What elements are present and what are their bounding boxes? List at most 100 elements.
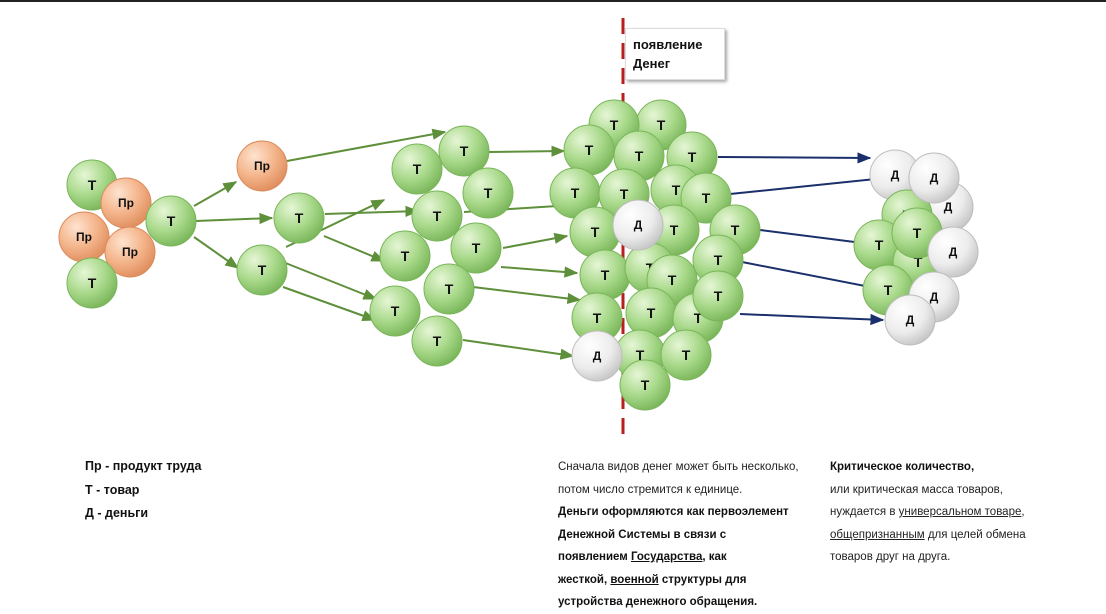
node-circle [236,140,288,192]
commodity-node: Т [660,329,712,381]
money-node: Д [927,226,979,278]
note-line: Деньги оформляются как первоэлемент [558,506,789,518]
commodity-node: Т [273,192,325,244]
commodity-node: Т [369,285,421,337]
node-label: Т [591,224,600,240]
node-circle [438,125,490,177]
arrows-layer [193,128,927,360]
node-circle [236,244,288,296]
node-label: Пр [254,159,270,173]
note-line: жесткой, военной структуры для [558,569,818,592]
node-label: Д [906,313,915,327]
node-label: Т [672,182,681,198]
legend: Пр - продукт труда Т - товар Д - деньги [85,455,201,526]
note-generally-accepted: общепризнанным [830,528,925,541]
node-label: Д [891,168,900,182]
note-fragment: , [1021,506,1025,518]
note-universal-commodity: универсальном товаре [898,506,1022,518]
exchange-arrow [193,181,238,207]
callout-line-1: появление [633,37,703,52]
note-line: общепризнанным для целей обмена [830,524,1090,547]
node-label: Т [413,161,422,177]
node-circle [450,222,502,274]
product-node: Пр [236,140,288,192]
money-node: Д [571,330,623,382]
note-military-link: военной [610,573,659,586]
node-circle [908,152,960,204]
exchange-arrow [286,128,447,162]
node-circle [884,294,936,346]
money-emergence-callout: появление Денег [625,28,725,80]
note-line: устройства денежного обращения. [558,596,758,608]
top-border [0,0,1106,2]
exchange-arrow [472,286,582,305]
commodity-node: Т [569,206,621,258]
node-circle [462,167,514,219]
product-node: Пр [104,226,156,278]
node-label: Т [585,142,594,158]
node-label: Т [702,190,711,206]
exchange-arrow [324,205,420,218]
node-label: Т [668,272,677,288]
exchange-arrow [282,286,377,322]
exchange-arrow [500,266,579,278]
exchange-arrow [462,339,575,360]
money-flow-arrow [739,313,885,326]
commodity-node: Т [680,172,732,224]
commodity-node: Т [579,249,631,301]
node-label: Т [401,248,410,264]
node-label: Т [641,377,650,393]
commodity-node: Т [438,125,490,177]
commodity-node: Т [66,257,118,309]
node-label: Т [295,210,304,226]
node-label: Т [460,143,469,159]
node-label: Т [682,347,691,363]
money-flow-arrow [717,152,872,164]
node-label: Т [472,240,481,256]
node-label: Т [688,149,697,165]
legend-commodity: Т - товар [85,482,140,497]
note-line: потом число стремится к единице. [558,483,743,496]
node-circle [619,359,671,411]
node-label: Т [571,185,580,201]
note-fragment: для целей обмена [924,528,1026,541]
note-state-link: Государства [630,551,703,563]
node-label: Т [445,281,454,297]
node-circle [66,257,118,309]
exchange-arrow [502,232,569,249]
node-label: Т [593,310,602,326]
note-line: появлением Государства, как [558,546,818,569]
note-money-system: Сначала видов денег может быть несколько… [558,456,818,614]
commodity-node: Т [379,230,431,282]
commodity-node: Т [411,315,463,367]
exchange-arrow [282,261,378,300]
node-label: Пр [76,230,92,244]
node-label: Д [944,200,953,214]
node-label: Т [433,333,442,349]
node-label: Т [694,310,703,326]
node-circle [369,285,421,337]
note-fragment: жесткой, [558,573,611,586]
money-node: Д [908,152,960,204]
node-label: Д [930,171,939,185]
node-label: Д [593,349,602,363]
node-circle [411,315,463,367]
node-label: Т [88,275,97,291]
node-circle [273,192,325,244]
commodity-node: Т [462,167,514,219]
node-circle [660,329,712,381]
exchange-arrow [488,145,566,157]
note-fragment: , как [702,551,727,563]
node-circle [391,143,443,195]
commodity-node: Т [563,124,615,176]
node-label: Пр [118,196,134,210]
money-node: Д [612,199,664,251]
commodity-node: Т [411,190,463,242]
note-fragment: структуры для [658,573,747,586]
exchange-arrow [323,235,386,262]
note-line: Денежной Системы в связи с [558,528,727,541]
node-label: Т [433,208,442,224]
product-node: Пр [100,177,152,229]
